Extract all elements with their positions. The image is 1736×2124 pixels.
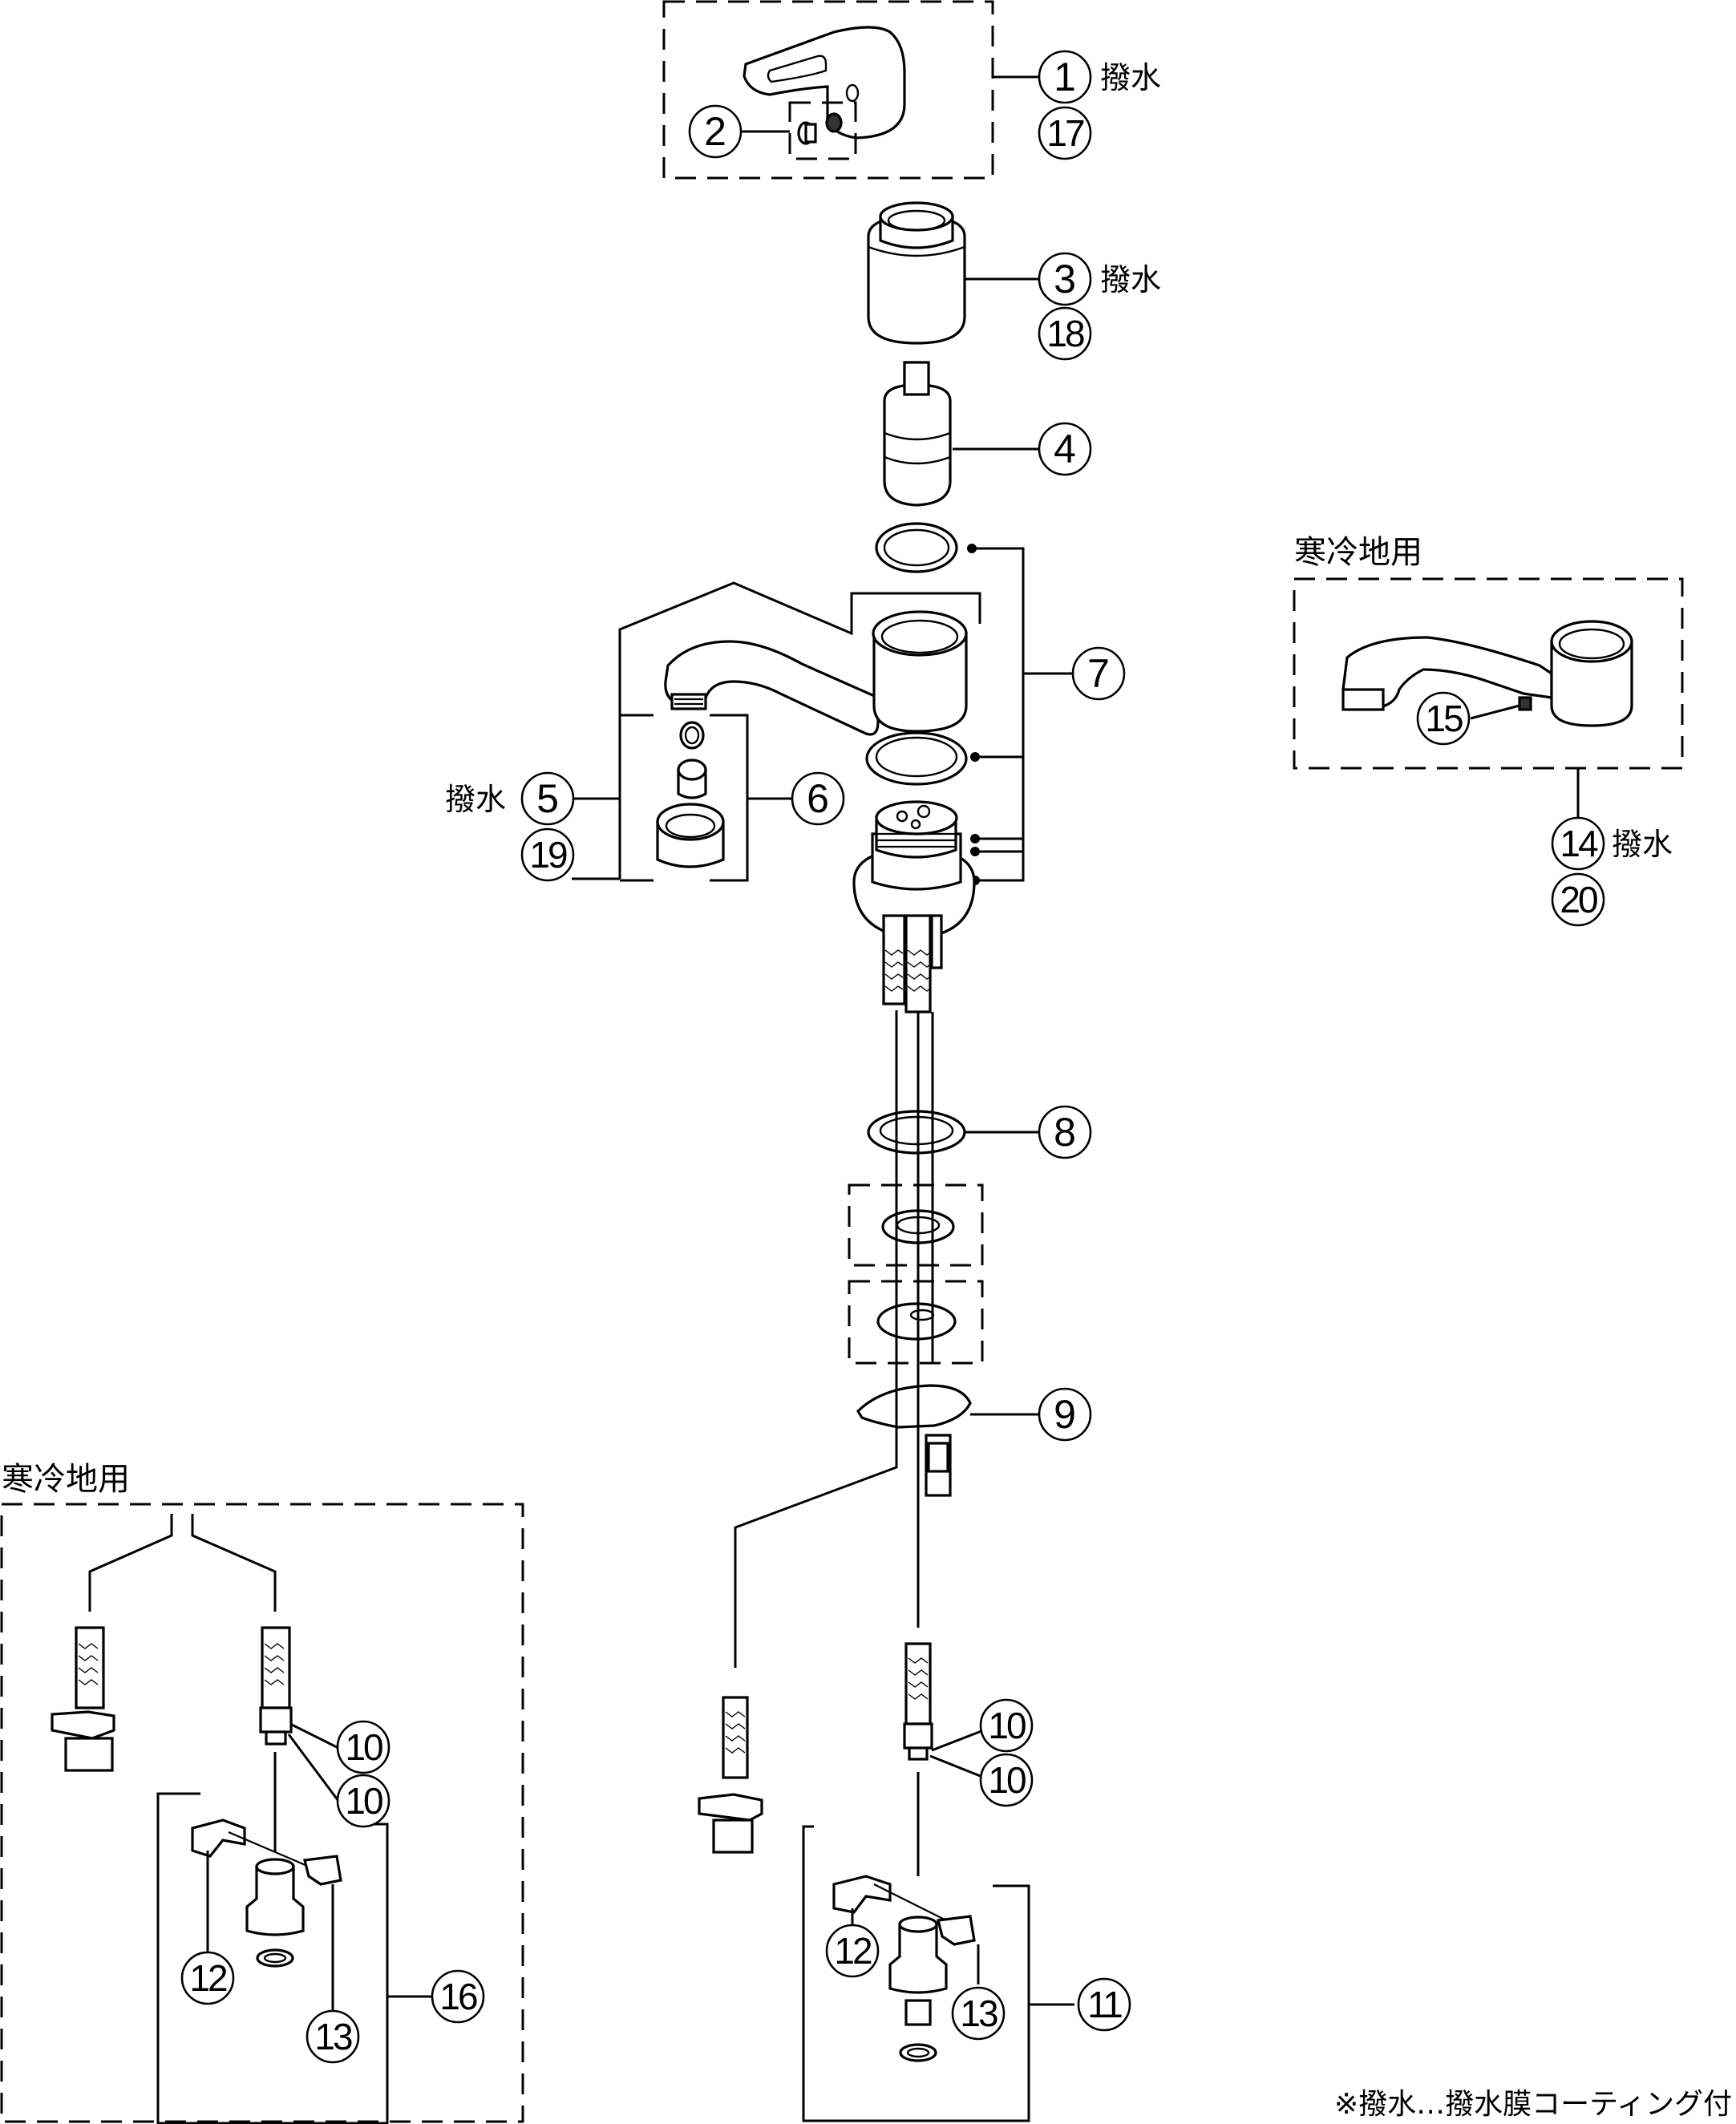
leader-hot-hose: [734, 1443, 898, 1668]
faucet-body: [852, 800, 976, 1507]
svg-text:18: 18: [1046, 313, 1084, 354]
svg-text:10: 10: [345, 1726, 382, 1768]
svg-text:12: 12: [189, 1957, 227, 1999]
callout-16: 16: [431, 1969, 485, 2024]
svg-text:19: 19: [529, 834, 567, 876]
washer-group-upper: [848, 1183, 984, 1267]
part-7-o-rings: [865, 522, 1073, 885]
cold-region-title-left: 寒冷地用: [2, 1461, 130, 1498]
callout-7: 7: [1071, 646, 1126, 701]
callout-4: 4: [1038, 422, 1092, 476]
callout-12: 12: [825, 1924, 880, 1978]
coating-footnote: ※撥水…撥水膜コーティング付: [1334, 2088, 1732, 2121]
svg-text:13: 13: [960, 1993, 997, 2034]
part-5-spout: 撥水: [445, 581, 981, 880]
svg-text:10: 10: [345, 1780, 382, 1822]
callout-2: 2: [688, 104, 743, 159]
part-2-group-box: [788, 101, 857, 160]
svg-text:4: 4: [1054, 427, 1076, 471]
lower-hose-cold: [903, 1642, 997, 1876]
cold-region-hose-group: 寒冷地用: [0, 1461, 524, 2124]
part-4-cartridge: [883, 361, 1038, 507]
svg-text:15: 15: [1425, 698, 1463, 739]
svg-text:6: 6: [807, 776, 829, 821]
part-3-cover: [867, 201, 1038, 345]
part-2-cap-and-screw: [797, 112, 843, 145]
callout-10-left-upper: 10: [336, 1720, 390, 1774]
svg-text:14: 14: [1560, 823, 1598, 864]
svg-text:16: 16: [439, 1976, 477, 2017]
part-11-set: [802, 1825, 1074, 2122]
part-5-note: 撥水: [445, 782, 506, 817]
part-8-gasket: [867, 1110, 1038, 1155]
lower-hose-hot: [698, 1696, 763, 1854]
svg-text:10: 10: [988, 1759, 1026, 1801]
callout-15: 15: [1416, 691, 1471, 746]
callout-10-lower: 10: [979, 1753, 1034, 1807]
callout-10-upper: 10: [979, 1698, 1034, 1753]
callout-20: 20: [1551, 872, 1605, 927]
callout-3: 3 撥水: [1038, 252, 1161, 306]
cold-region-spout-group: 寒冷地用 撥水: [1293, 534, 1684, 862]
callout-18: 18: [1038, 306, 1092, 361]
svg-text:9: 9: [1054, 1392, 1076, 1437]
washer-group-lower: [848, 1280, 984, 1365]
callout-5: 5: [520, 771, 575, 826]
cold-region-title-right: 寒冷地用: [1294, 534, 1422, 571]
callout-9: 9: [1038, 1387, 1092, 1442]
svg-text:7: 7: [1087, 651, 1110, 696]
callout-13-left: 13: [306, 2009, 360, 2064]
svg-text:8: 8: [1054, 1110, 1076, 1155]
svg-text:2: 2: [704, 109, 726, 154]
part-6-aerator: [620, 714, 792, 882]
callout-1: 1 撥水: [1038, 50, 1161, 104]
part-1-group-box: [662, 0, 994, 180]
svg-text:13: 13: [314, 2016, 352, 2057]
part-9-mounting-bracket: [856, 1384, 1038, 1497]
callout-8: 8: [1038, 1105, 1092, 1159]
callout-19: 19: [520, 827, 575, 882]
callout-12-left: 12: [180, 1951, 235, 2005]
svg-text:10: 10: [988, 1705, 1026, 1746]
svg-text:5: 5: [536, 776, 559, 821]
part-3-note: 撥水: [1100, 262, 1161, 297]
callout-13: 13: [951, 1986, 1006, 2041]
svg-text:17: 17: [1046, 112, 1084, 154]
part-1-note: 撥水: [1100, 60, 1161, 95]
part-1-lever-handle: [662, 0, 1038, 180]
svg-text:11: 11: [1087, 1984, 1122, 2025]
callout-6: 6: [791, 771, 845, 826]
callout-14: 14: [1551, 816, 1605, 871]
svg-text:12: 12: [834, 1930, 872, 1972]
callout-17: 17: [1038, 106, 1092, 160]
svg-text:3: 3: [1054, 257, 1076, 301]
callout-11: 11: [1077, 1977, 1131, 2032]
svg-text:20: 20: [1560, 879, 1597, 920]
part-14-note: 撥水: [1612, 827, 1673, 862]
svg-text:1: 1: [1054, 55, 1076, 99]
callout-10-left-lower: 10: [336, 1774, 390, 1828]
